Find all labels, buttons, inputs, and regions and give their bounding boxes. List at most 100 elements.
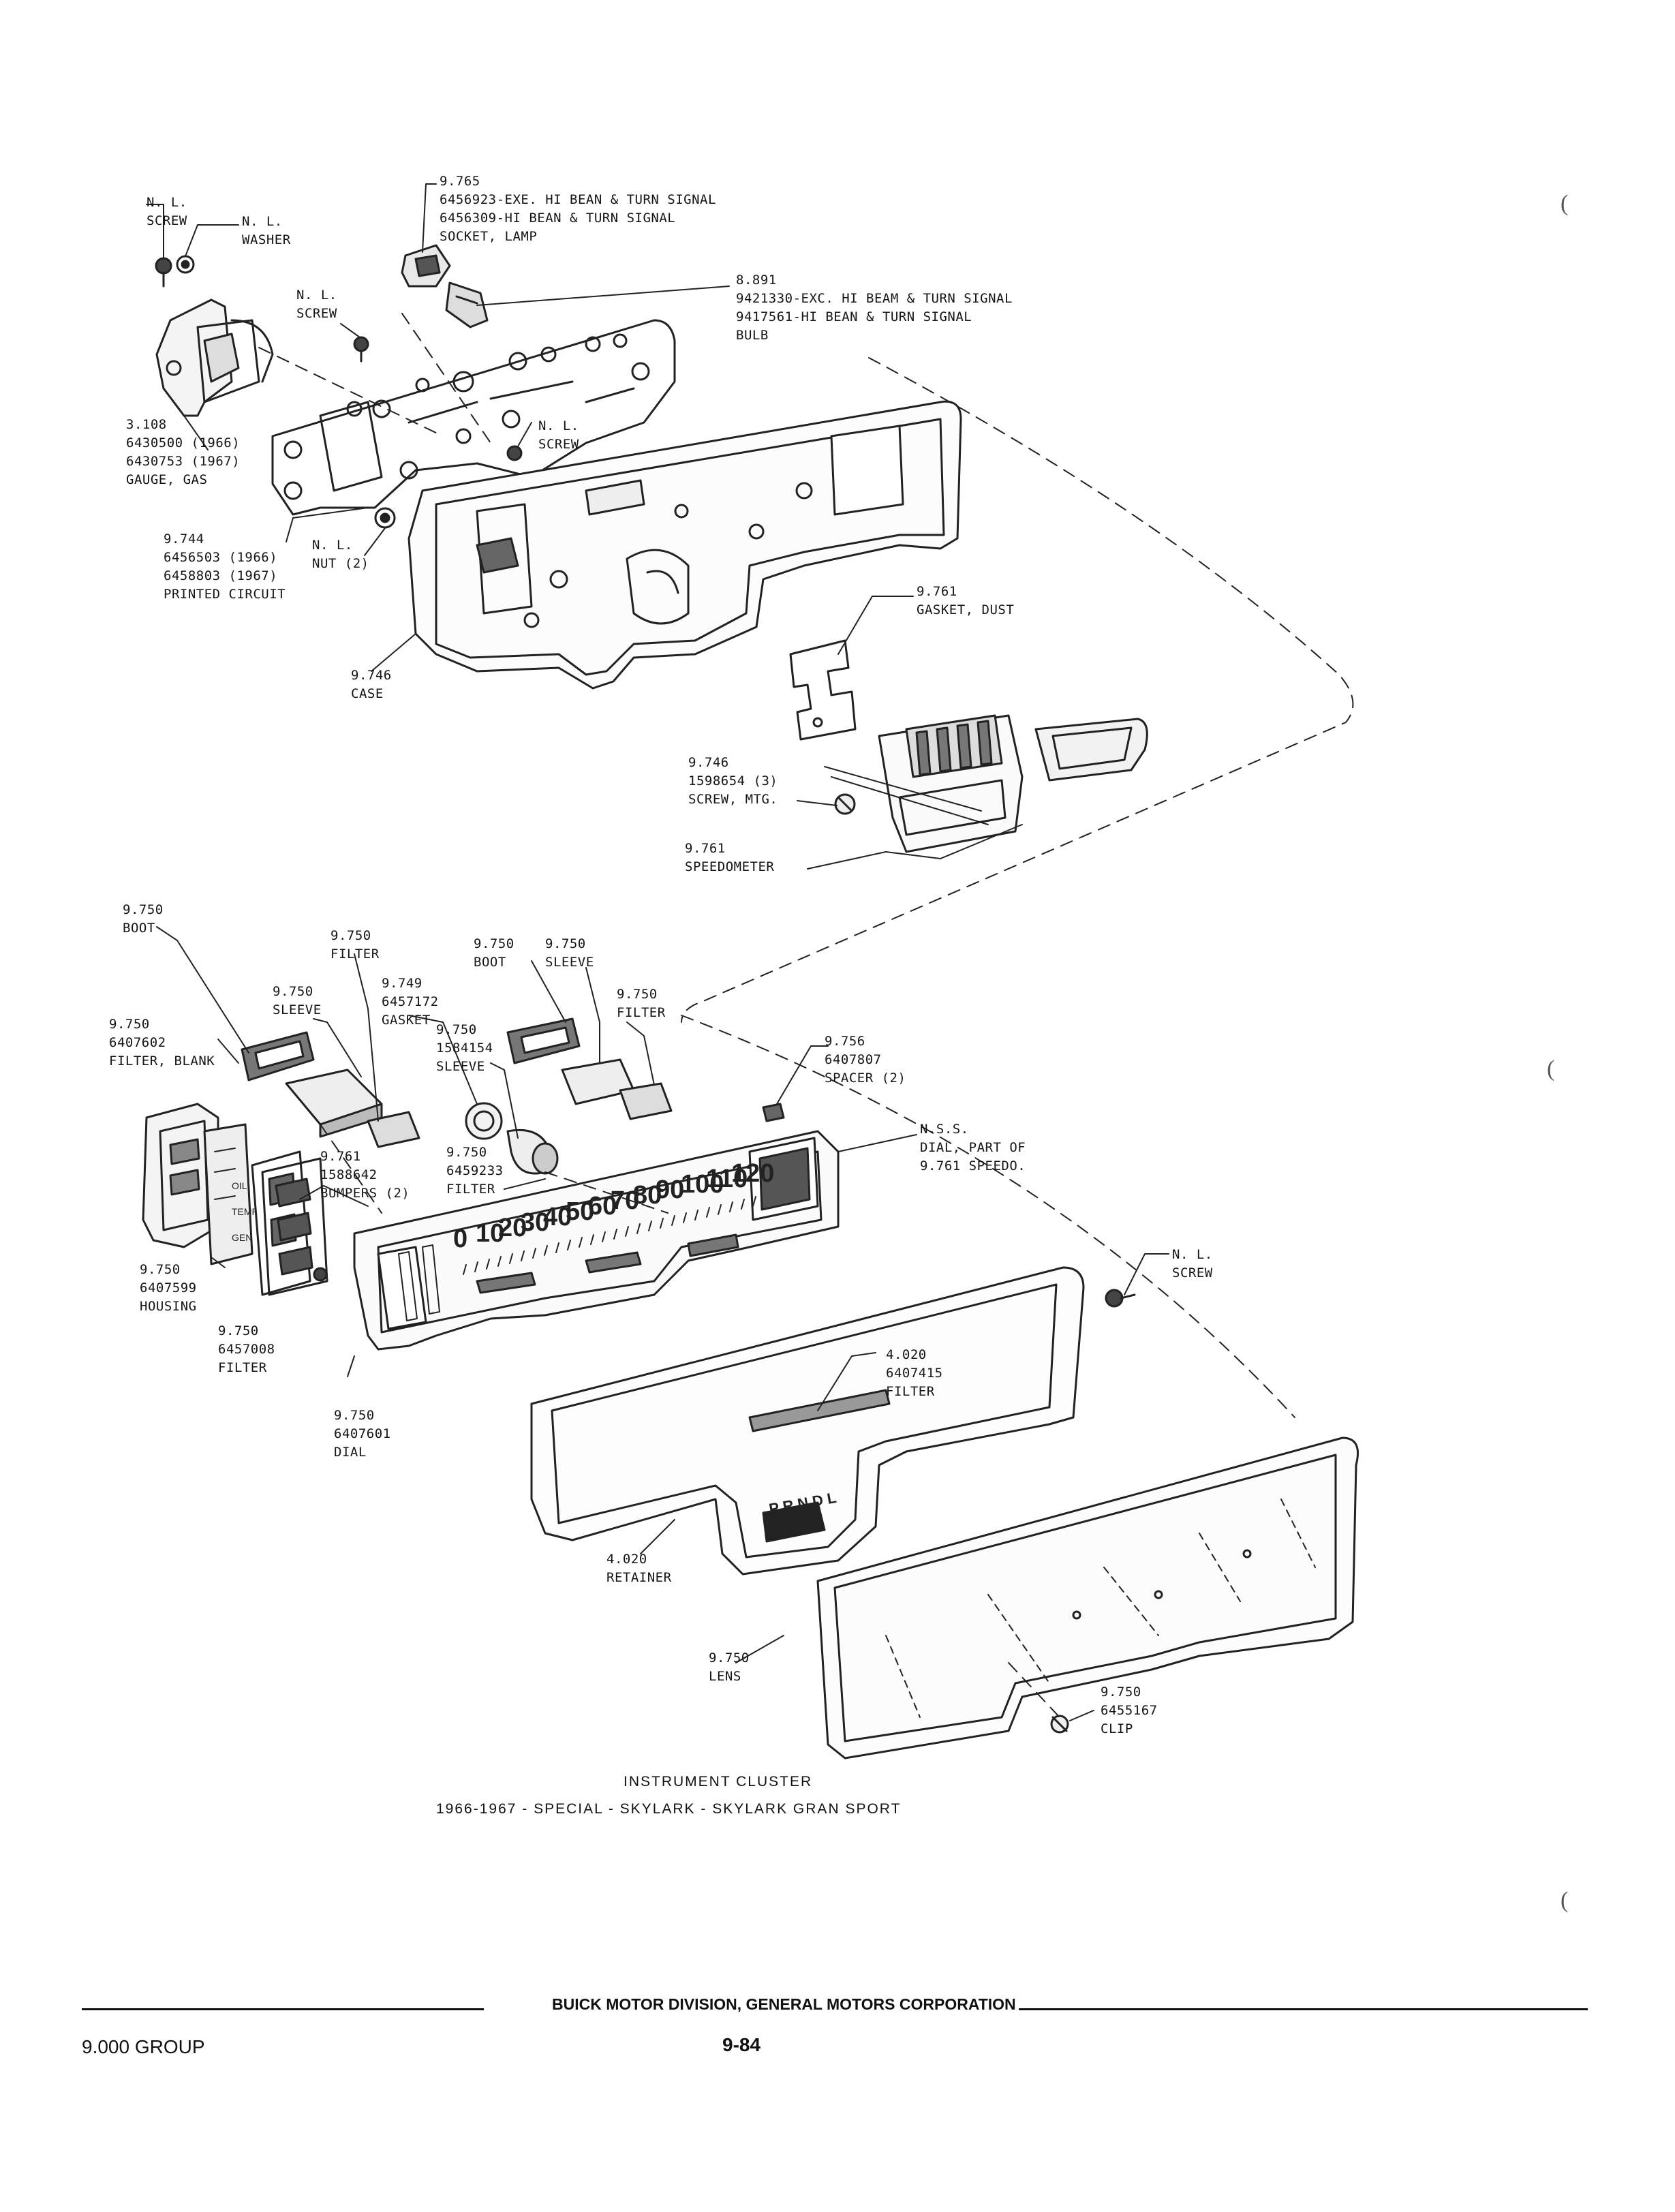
dial-tick bbox=[729, 1201, 733, 1212]
label-gasket-dust: 9.761 GASKET, DUST bbox=[917, 584, 1015, 617]
boot-left bbox=[241, 1031, 315, 1081]
label-nl-washer: N. L. WASHER bbox=[242, 214, 291, 247]
filter-a bbox=[367, 1111, 420, 1148]
dial-tick bbox=[625, 1226, 629, 1237]
dial-number: 80 bbox=[633, 1181, 662, 1210]
gasket-6457172 bbox=[465, 1102, 503, 1140]
dial-tick bbox=[532, 1248, 536, 1259]
label-spacer: 9.756 6407807 SPACER (2) bbox=[825, 1034, 906, 1086]
dial-number: 90 bbox=[656, 1176, 684, 1204]
case bbox=[408, 400, 962, 690]
gauge-word: GEN bbox=[232, 1232, 252, 1243]
label-dial-nss: N.S.S. DIAL, PART OF 9.761 SPEEDO. bbox=[920, 1122, 1026, 1173]
label-nl-screw-mid: N. L. SCREW bbox=[296, 288, 337, 321]
sleeve-left bbox=[285, 1069, 383, 1138]
dial-number: 110 bbox=[706, 1165, 748, 1193]
dial-tick bbox=[741, 1199, 745, 1210]
gauge-word: OIL bbox=[232, 1180, 247, 1191]
dial-number: 70 bbox=[611, 1186, 639, 1215]
label-lens: 9.750 LENS bbox=[709, 1650, 750, 1684]
label-housing: 9.750 6407599 HOUSING bbox=[140, 1262, 197, 1314]
alignment-lines bbox=[258, 313, 1354, 1718]
footer-page-number: 9-84 bbox=[722, 2034, 761, 2055]
dial-tick bbox=[463, 1264, 467, 1275]
caption-subtitle: 1966-1967 - SPECIAL - SKYLARK - SKYLARK … bbox=[436, 1801, 902, 1817]
dial-tick bbox=[590, 1234, 594, 1245]
dial-tick bbox=[706, 1207, 710, 1218]
dial-tick bbox=[613, 1229, 617, 1240]
dial-number: 100 bbox=[681, 1170, 724, 1199]
dial-tick bbox=[555, 1242, 559, 1253]
leader-lines bbox=[146, 183, 1169, 1721]
margin-mark: ( bbox=[1561, 191, 1569, 216]
nl-screw-top-part bbox=[155, 255, 523, 529]
lamp-socket bbox=[401, 244, 451, 288]
bumpers-part bbox=[261, 1157, 328, 1296]
dial-tick bbox=[521, 1250, 525, 1261]
label-nl-screw-case: N. L. SCREW bbox=[538, 418, 579, 452]
dial-tick bbox=[497, 1256, 502, 1267]
dial-number: 0 bbox=[453, 1225, 467, 1253]
dial-number: 40 bbox=[543, 1203, 572, 1231]
dial-tick bbox=[544, 1245, 548, 1256]
label-nl-nut: N. L. NUT (2) bbox=[312, 538, 369, 571]
footer-group: 9.000 GROUP bbox=[82, 2036, 205, 2057]
dial-tick bbox=[567, 1240, 571, 1250]
margin-mark: ( bbox=[1561, 1888, 1569, 1913]
gauge-gas bbox=[155, 298, 274, 417]
footer-company: BUICK MOTOR DIVISION, GENERAL MOTORS COR… bbox=[552, 1995, 1016, 2013]
housing bbox=[142, 1103, 219, 1248]
dial-number: 20 bbox=[498, 1214, 527, 1242]
retainer: P R N D L bbox=[530, 1266, 1085, 1576]
label-screw-mtg: 9.746 1598654 (3) SCREW, MTG. bbox=[688, 755, 778, 807]
printed-circuit bbox=[271, 319, 676, 516]
dial-number: 120 bbox=[731, 1159, 774, 1188]
label-printed-circuit: 9.744 6456503 (1966) 6458803 (1967) PRIN… bbox=[164, 532, 286, 602]
spacer-part bbox=[762, 1103, 785, 1122]
label-case: 9.746 CASE bbox=[351, 668, 392, 701]
label-clip: 9.750 6455167 CLIP bbox=[1101, 1685, 1158, 1736]
filter-b bbox=[619, 1082, 673, 1120]
dial-tick bbox=[474, 1261, 478, 1272]
label-filter-a: 9.750 FILTER bbox=[331, 928, 380, 962]
footer-rule-left bbox=[82, 2008, 484, 2010]
dial-tick bbox=[694, 1210, 698, 1220]
dial-number: 60 bbox=[588, 1192, 617, 1220]
label-filter-6407415: 4.020 6407415 FILTER bbox=[886, 1347, 943, 1399]
label-sleeve-left: 9.750 SLEEVE bbox=[273, 984, 322, 1017]
label-speedometer: 9.761 SPEEDOMETER bbox=[685, 841, 775, 874]
label-filter-6457008: 9.750 6457008 FILTER bbox=[218, 1323, 275, 1375]
label-bulb: 8.891 9421330-EXC. HI BEAM & TURN SIGNAL… bbox=[736, 273, 1013, 343]
dial-tick bbox=[660, 1218, 664, 1229]
dial-tick bbox=[579, 1237, 583, 1248]
label-boot-left: 9.750 BOOT bbox=[123, 902, 164, 936]
gauge-word: TEMP bbox=[232, 1206, 258, 1217]
speedometer bbox=[824, 714, 1148, 853]
lens bbox=[816, 1437, 1359, 1760]
label-lamp-socket: 9.765 6456923-EXE. HI BEAN & TURN SIGNAL… bbox=[440, 174, 716, 244]
dial-tick bbox=[683, 1212, 687, 1223]
dial-tick bbox=[486, 1259, 490, 1270]
label-filter-b: 9.750 FILTER bbox=[617, 987, 666, 1020]
label-sleeve-1584154: 9.750 1584154 SLEEVE bbox=[436, 1022, 493, 1074]
caption-title: INSTRUMENT CLUSTER bbox=[624, 1774, 813, 1789]
sleeve-1584154 bbox=[506, 1128, 559, 1175]
label-gauge-gas: 3.108 6430500 (1966) 6430753 (1967) GAUG… bbox=[126, 417, 241, 487]
dial-number: 50 bbox=[566, 1197, 594, 1226]
boot-mid bbox=[506, 1017, 581, 1064]
label-nl-screw-lower: N. L. SCREW bbox=[1172, 1247, 1213, 1280]
dial-tick bbox=[636, 1223, 641, 1234]
label-sleeve-mid: 9.750 SLEEVE bbox=[545, 936, 594, 970]
gasket-dust bbox=[789, 639, 857, 741]
label-boot-mid: 9.750 BOOT bbox=[474, 936, 514, 970]
filter-6457008: OIL TEMP GEN bbox=[203, 1123, 258, 1265]
label-filter-blank: 9.750 6407602 FILTER, BLANK bbox=[109, 1017, 215, 1069]
bulb bbox=[445, 281, 489, 328]
footer-rule-right bbox=[1019, 2008, 1588, 2010]
clip-part bbox=[1050, 1715, 1069, 1734]
dial-tick bbox=[509, 1253, 513, 1264]
dial-tick bbox=[648, 1220, 652, 1231]
label-nl-screw-top: N. L. SCREW bbox=[147, 195, 187, 228]
